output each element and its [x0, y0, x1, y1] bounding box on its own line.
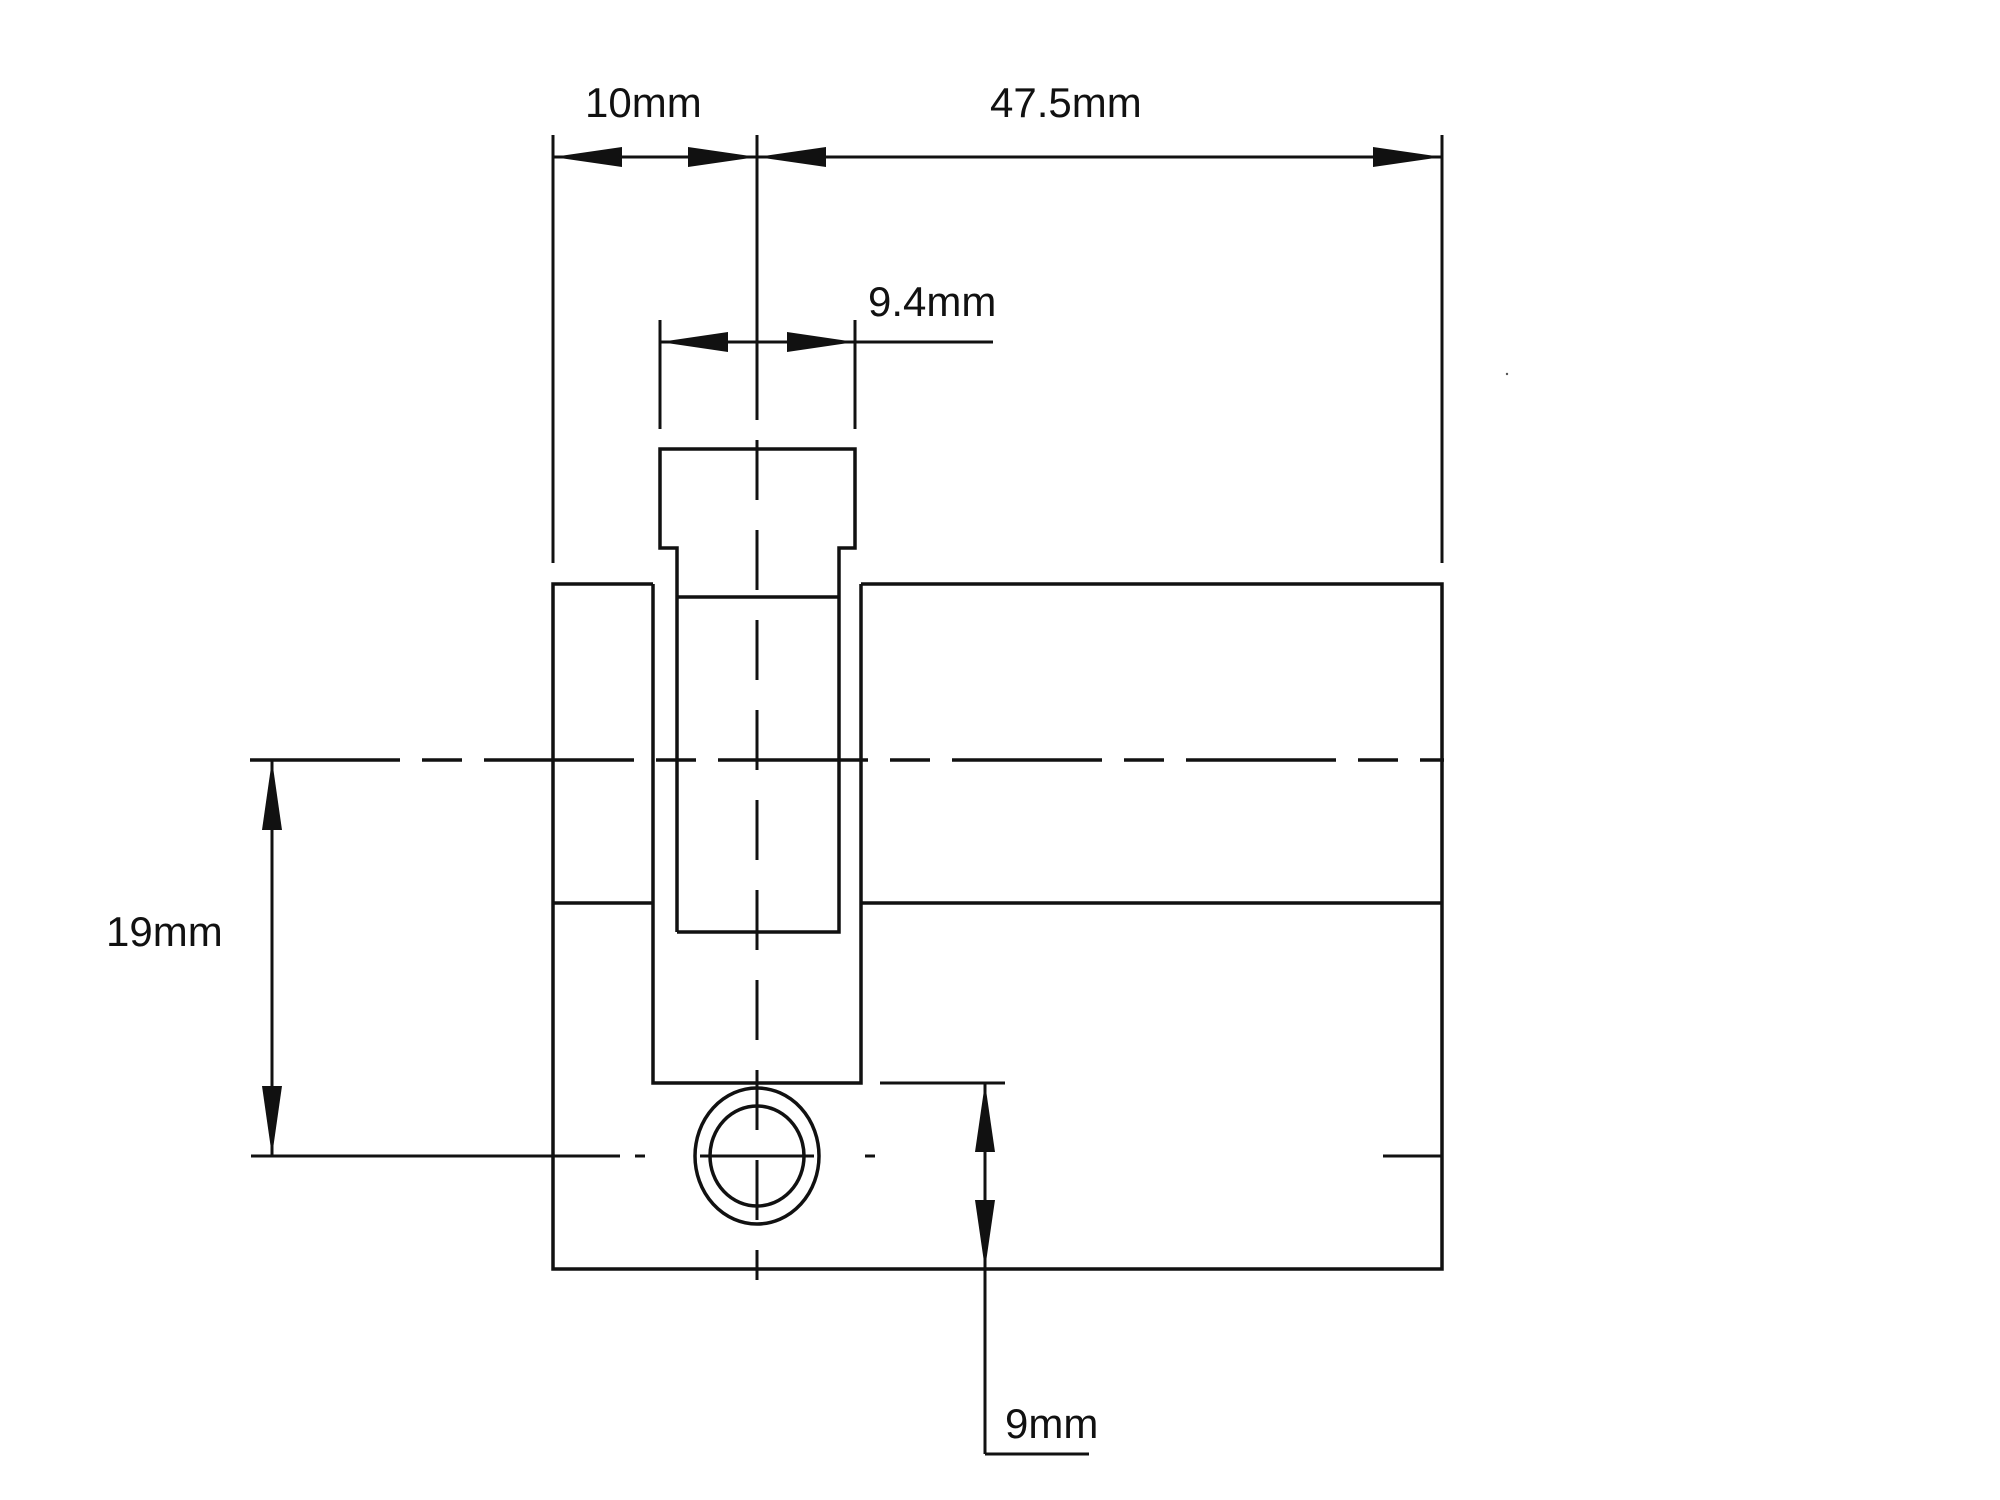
dimension-9mm: 9mm [880, 1081, 1098, 1456]
dimension-47-5mm: 47.5mm [757, 79, 1444, 563]
dimension-label-10mm: 10mm [585, 79, 702, 126]
dimension-10mm: 10mm [551, 79, 757, 563]
cam-key [658, 447, 857, 934]
center-lines [250, 135, 1444, 1280]
stray-dot [1505, 372, 1509, 376]
dimension-label-9mm: 9mm [1005, 1400, 1098, 1447]
dimension-label-19mm: 19mm [106, 908, 223, 955]
cylinder-body [551, 582, 1444, 1271]
dimension-label-9-4mm: 9.4mm [868, 278, 996, 325]
dimension-label-47-5mm: 47.5mm [990, 79, 1142, 126]
dimension-19mm: 19mm [106, 760, 282, 1156]
dimension-9-4mm: 9.4mm [658, 278, 996, 429]
